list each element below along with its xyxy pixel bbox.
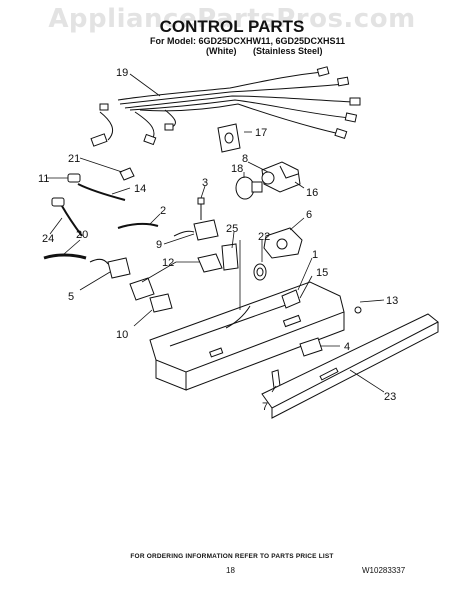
callout-18: 18 — [231, 163, 243, 175]
callout-25: 25 — [226, 223, 238, 235]
callout-16: 16 — [306, 187, 318, 199]
callout-4: 4 — [344, 341, 350, 353]
callout-22: 22 — [258, 231, 270, 243]
callout-3: 3 — [202, 177, 208, 189]
thermistor-part — [77, 183, 126, 201]
switch-part — [173, 219, 219, 241]
callout-15: 15 — [316, 267, 328, 279]
callout-2: 2 — [160, 205, 166, 217]
callout-13: 13 — [386, 295, 398, 307]
callout-9: 9 — [156, 239, 162, 251]
control-housing-part — [149, 281, 345, 391]
callout-14: 14 — [134, 183, 146, 195]
callout-7: 7 — [262, 401, 268, 413]
plate-part — [217, 123, 241, 153]
callout-24: 24 — [42, 233, 54, 245]
tubing-part — [43, 253, 87, 260]
grommet-part — [253, 263, 267, 281]
callout-23: 23 — [384, 391, 396, 403]
connector-part — [51, 173, 81, 207]
callout-20: 20 — [76, 229, 88, 241]
damper-control-part — [263, 227, 303, 259]
document-number: W10283337 — [362, 566, 406, 575]
variant-stainless-steel: (Stainless Steel) — [253, 46, 323, 56]
control-panel-overlay-part — [261, 313, 439, 419]
screw-bottom-part — [271, 369, 281, 389]
label-strip-part — [221, 243, 239, 271]
callout-11: 11 — [38, 173, 49, 185]
watermark-text: AppliancePartsPros.com — [48, 4, 416, 34]
callout-19: 19 — [116, 67, 128, 79]
callout-5: 5 — [68, 291, 74, 303]
callout-12: 12 — [162, 257, 174, 269]
callout-6: 6 — [306, 209, 312, 221]
control-switch-part — [129, 253, 223, 301]
retainer-clip-part — [299, 337, 323, 357]
callout-1: 1 — [312, 249, 318, 261]
callout-17: 17 — [255, 127, 267, 139]
screw-part — [197, 197, 205, 220]
lamp-socket-part — [261, 161, 301, 193]
screw-right-part — [354, 306, 362, 314]
wire-segment-part — [117, 222, 159, 229]
variant-white: (White) — [206, 46, 237, 56]
model-line: For Model: 6GD25DCXHW11, 6GD25DCXHS11 — [150, 36, 346, 46]
small-label-part — [149, 293, 173, 313]
light-bulb-part — [235, 176, 263, 200]
ordering-note: FOR ORDERING INFORMATION REFER TO PARTS … — [130, 553, 334, 560]
callout-21: 21 — [68, 153, 80, 165]
page-title: CONTROL PARTS — [159, 17, 305, 36]
page-number: 18 — [226, 566, 235, 575]
callout-8: 8 — [242, 153, 248, 165]
leader-lines — [46, 73, 385, 393]
clip-part — [119, 167, 135, 181]
callout-10: 10 — [116, 329, 128, 341]
probe-part — [61, 205, 83, 237]
switch-with-wire-part — [89, 257, 131, 279]
callout-labels: 19 17 8 18 16 21 11 14 3 2 6 9 25 22 24 … — [38, 67, 398, 413]
wire-harness-part — [90, 66, 361, 147]
